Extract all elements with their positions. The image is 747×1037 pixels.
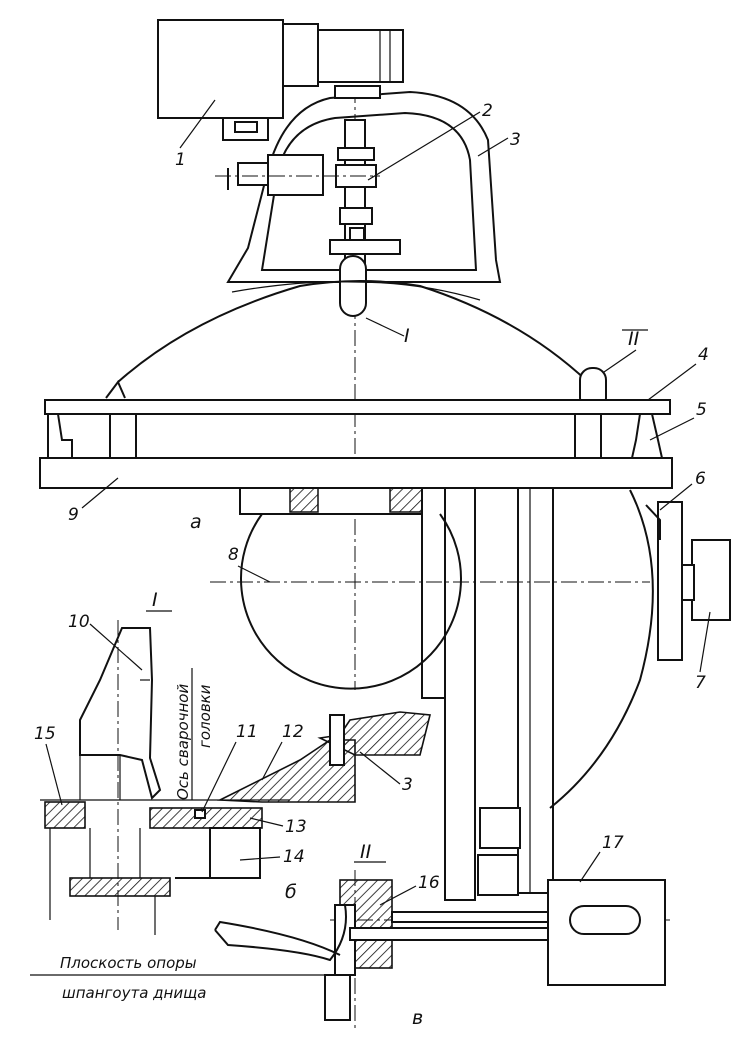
plane-line1: Плоскость опоры xyxy=(60,954,197,972)
label-10: 10 xyxy=(68,612,90,632)
base-plate-9 xyxy=(39,457,673,489)
label-12: 12 xyxy=(282,722,304,742)
label-4: 4 xyxy=(698,345,709,365)
view-label-v: в xyxy=(412,1007,423,1029)
label-3b: 3 xyxy=(402,775,413,795)
label-15: 15 xyxy=(34,724,56,744)
view-label-b: б xyxy=(285,881,297,903)
label-11: 11 xyxy=(236,722,258,742)
label-3: 3 xyxy=(510,130,521,150)
label-2: 2 xyxy=(482,101,493,121)
label-6: 6 xyxy=(695,469,706,489)
detail-I xyxy=(40,620,432,935)
column xyxy=(421,487,554,901)
label-7: 7 xyxy=(695,673,706,693)
spindle-2 xyxy=(215,119,401,317)
faceplate-8 xyxy=(210,489,654,809)
label-1: 1 xyxy=(175,150,186,170)
label-16: 16 xyxy=(418,873,440,893)
plane-line2: шпангоута днища xyxy=(62,984,206,1002)
head-axis-line1: Ось сварочной xyxy=(174,684,192,800)
head-axis-line2: головки xyxy=(196,684,214,748)
callout-II-label: II xyxy=(628,328,640,350)
view-label-a: а xyxy=(190,511,202,533)
bracket-3 xyxy=(226,85,502,283)
welding-head-1 xyxy=(157,19,404,141)
detail-II-title: II xyxy=(360,841,372,863)
label-8: 8 xyxy=(228,545,239,565)
head-axis-note: Ось сварочной головки xyxy=(174,668,214,800)
rotator-housing xyxy=(239,487,441,515)
support-frame-4 xyxy=(44,399,671,415)
label-14: 14 xyxy=(283,847,305,867)
label-9: 9 xyxy=(68,505,79,525)
detail-II xyxy=(30,870,666,1030)
callout-I-label: I xyxy=(404,325,410,347)
label-13: 13 xyxy=(285,817,307,837)
label-5: 5 xyxy=(696,400,707,420)
drive-7 xyxy=(645,501,731,661)
label-17: 17 xyxy=(602,833,624,853)
detail-I-title: I xyxy=(152,589,158,611)
